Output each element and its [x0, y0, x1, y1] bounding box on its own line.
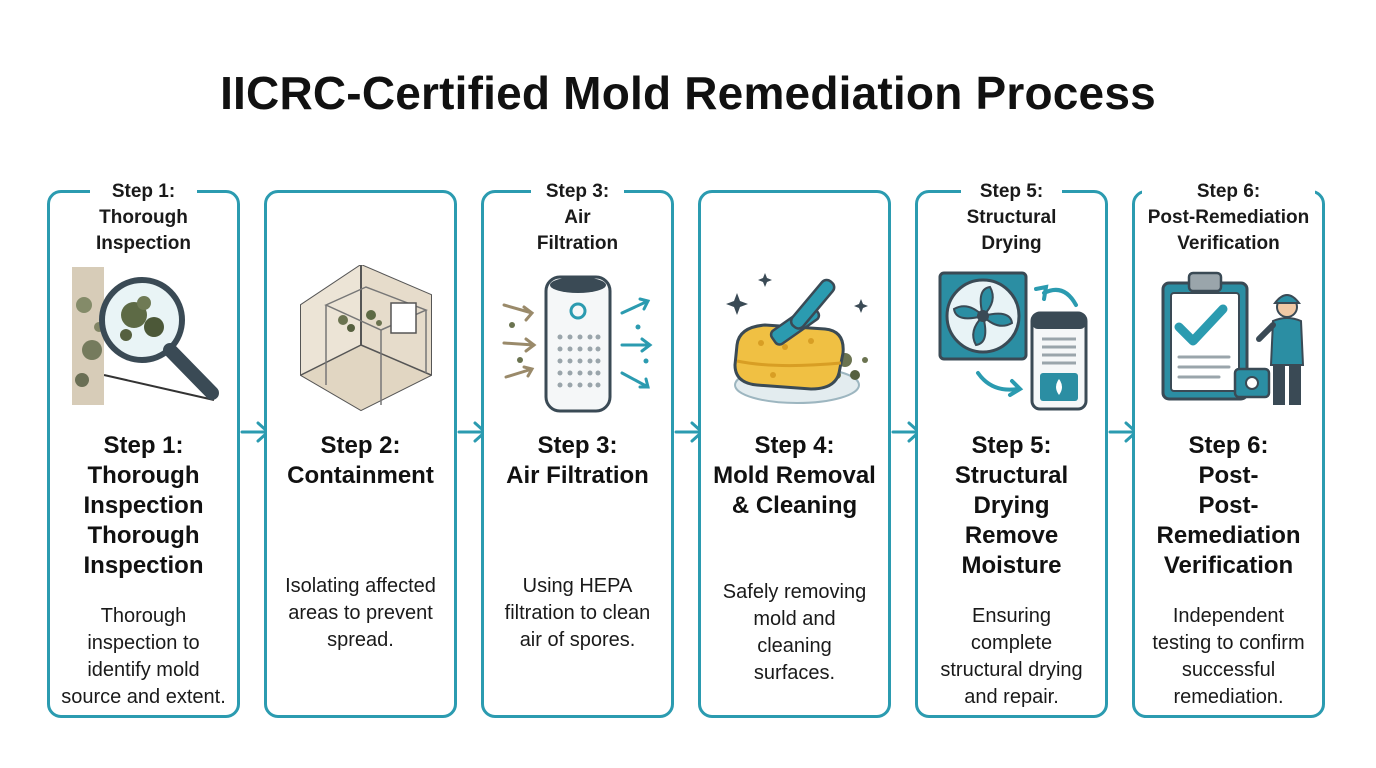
title-line: Air Filtration — [506, 462, 649, 489]
step-card-1: Step 1: Thorough Inspection Step 1: Thor… — [47, 179, 240, 718]
title-line: Step 4: — [754, 432, 835, 459]
title-line: Thorough — [87, 462, 200, 489]
step-desc-2: Isolating affected areas to prevent spre… — [269, 573, 452, 654]
title-line: Step 1: — [103, 432, 184, 459]
title-line: Thorough — [87, 522, 200, 549]
step-title-3: Step 3: Air Filtration — [486, 431, 669, 491]
desc-line: successful — [1181, 659, 1276, 681]
step-card-6: Step 6: Post-Remediation Verification St… — [1132, 179, 1325, 718]
title-line: Remove — [964, 522, 1059, 549]
desc-line: spread. — [327, 629, 394, 651]
desc-line: source and extent. — [61, 686, 226, 708]
step-title-5: Step 5: Structural Drying Remove Moistur… — [920, 431, 1103, 581]
title-line: Verification — [1163, 552, 1294, 579]
step-desc-1: Thorough inspection to identify mold sou… — [52, 603, 235, 711]
desc-line: air of spores. — [519, 629, 636, 651]
desc-line: Ensuring — [972, 605, 1051, 627]
step-card-5: Step 5: Structural Drying — [915, 179, 1108, 718]
title-line: Post- — [1198, 492, 1259, 519]
desc-line: identify mold — [87, 659, 200, 681]
desc-line: cleaning — [757, 635, 832, 657]
desc-line: Using HEPA — [522, 575, 633, 597]
step-desc-3: Using HEPA filtration to clean air of sp… — [486, 573, 669, 654]
header-line: Step 3: — [545, 181, 610, 202]
desc-line: and repair. — [964, 686, 1059, 708]
header-line: Thorough — [99, 207, 188, 228]
header-line: Post-Remediation — [1147, 207, 1310, 228]
title-line: Step 3: — [537, 432, 618, 459]
containment-room-icon — [281, 265, 441, 415]
title-line: Step 6: — [1188, 432, 1269, 459]
title-line: Post- — [1198, 462, 1259, 489]
step-title-4: Step 4: Mold Removal & Cleaning — [703, 431, 886, 521]
header-line: Step 1: — [111, 181, 176, 202]
desc-line: Isolating affected — [285, 575, 436, 597]
title-line: Moisture — [961, 552, 1062, 579]
step-header-6: Step 6: Post-Remediation Verification — [1141, 179, 1316, 257]
step-title-2: Step 2: Containment — [269, 431, 452, 491]
desc-line: Thorough — [100, 605, 187, 627]
title-line: Drying — [973, 492, 1050, 519]
fan-dehumidifier-icon — [932, 265, 1092, 415]
title-line: Inspection — [83, 552, 204, 579]
step-desc-4: Safely removing mold and cleaning surfac… — [703, 579, 886, 687]
diagram-title: IICRC-Certified Mold Remediation Process — [220, 67, 1156, 119]
step-desc-5: Ensuring complete structural drying and … — [920, 603, 1103, 711]
sponge-brush-icon — [715, 265, 875, 415]
desc-line: mold and — [753, 608, 836, 630]
title-line: Step 5: — [971, 432, 1052, 459]
step-title-1: Step 1: Thorough Inspection Thorough Ins… — [52, 431, 235, 581]
title-line: Mold Removal — [713, 462, 876, 489]
step-header-1: Step 1: Thorough Inspection — [89, 179, 197, 257]
header-line: Step 5: — [979, 181, 1044, 202]
step-header-5: Step 5: Structural Drying — [960, 179, 1063, 257]
header-line: Air — [564, 207, 591, 228]
desc-line: Independent — [1172, 605, 1285, 627]
header-line: Verification — [1177, 233, 1280, 254]
step-card-2: Step 2: Containment Isolating affected a… — [264, 190, 457, 718]
desc-line: surfaces. — [753, 662, 836, 684]
desc-line: areas to prevent — [288, 602, 433, 624]
title-line: Structural — [954, 462, 1069, 489]
desc-line: testing to confirm — [1152, 632, 1305, 654]
header-line: Drying — [981, 233, 1042, 254]
title-line: Inspection — [83, 492, 204, 519]
header-line: Step 6: — [1196, 181, 1261, 202]
magnifying-glass-mold-icon — [64, 265, 224, 415]
desc-line: Safely removing — [722, 581, 867, 603]
desc-line: inspection to — [87, 632, 200, 654]
title-line: Remediation — [1156, 522, 1301, 549]
desc-line: filtration to clean — [504, 602, 651, 624]
title-line: Step 2: — [320, 432, 401, 459]
title-line: Containment — [287, 462, 434, 489]
title-line: & Cleaning — [731, 492, 858, 519]
step-card-4: Step 4: Mold Removal & Cleaning Safely r… — [698, 190, 891, 718]
desc-line: complete — [970, 632, 1053, 654]
air-purifier-icon — [498, 265, 658, 415]
desc-line: remediation. — [1173, 686, 1284, 708]
step-header-3: Step 3: Air Filtration — [530, 179, 625, 257]
step-desc-6: Independent testing to confirm successfu… — [1137, 603, 1320, 711]
desc-line: structural drying — [940, 659, 1083, 681]
clipboard-technician-icon — [1149, 265, 1309, 415]
step-card-3: Step 3: Air Filtration — [481, 179, 674, 718]
step-title-6: Step 6: Post- Post- Remediation Verifica… — [1137, 431, 1320, 581]
header-line: Filtration — [536, 233, 619, 254]
header-line: Inspection — [95, 233, 191, 254]
header-line: Structural — [966, 207, 1057, 228]
